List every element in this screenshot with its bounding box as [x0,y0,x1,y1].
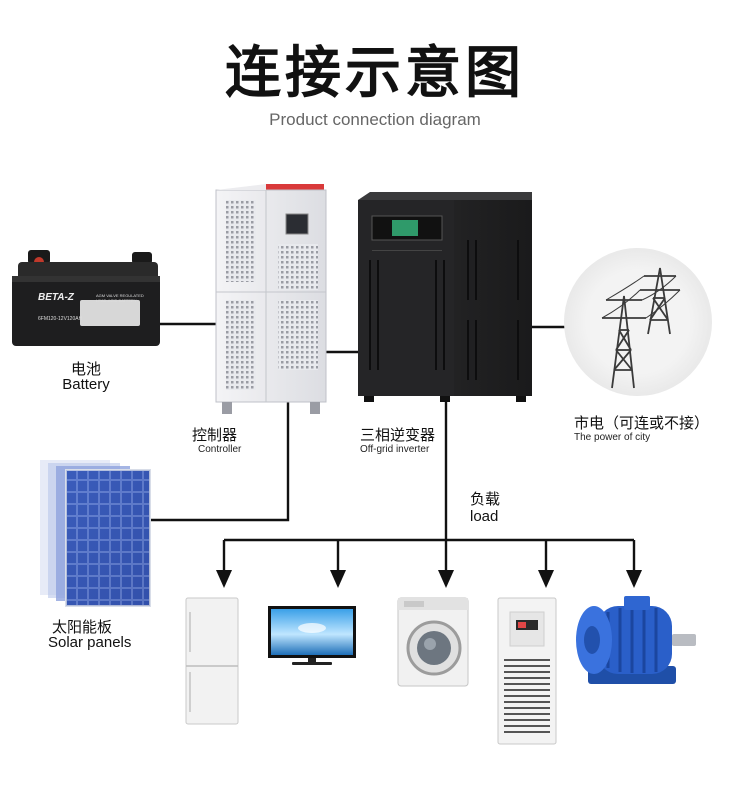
page-title: 连接示意图 [225,41,525,106]
solar-label-cn: 太阳能板 [52,618,113,636]
arrow-down-icon [438,570,454,588]
inverter-icon [358,192,532,402]
inverter-label-cn: 三相逆变器 [360,426,436,444]
controller-label-en: Controller [198,444,242,455]
arrow-down-icon [538,570,554,588]
electric-motor-icon [576,596,696,684]
washing-machine-icon [397,597,469,687]
battery-label-en: Battery [62,376,110,393]
load-label-cn: 负载 [470,490,501,508]
refrigerator-icon [185,597,239,725]
svg-text:6FM120-12V120AH: 6FM120-12V120AH [38,316,83,322]
svg-text:LEAD-ACID BATTERY: LEAD-ACID BATTERY [96,298,137,303]
inverter-label-en: Off-grid inverter [360,444,430,455]
solar-controller-wire [150,402,290,522]
battery-brand: BETA-Z [38,292,75,303]
controller-icon [215,184,327,414]
load-label-en: load [470,508,499,525]
power-tower-icon [564,248,712,396]
solar-label-en: Solar panels [48,634,132,651]
svg-text:AGM VALVE REGULATED: AGM VALVE REGULATED [96,293,144,298]
solar-panel-icon [40,460,151,607]
grid-label-cn: 市电（可连或不接） [574,414,710,432]
wiring [150,322,636,572]
tv-icon [268,606,356,665]
grid-label-en: The power of city [574,432,651,443]
battery-icon: BETA-Z AGM VALVE REGULATED LEAD-ACID BAT… [12,250,160,346]
controller-label-cn: 控制器 [192,426,238,444]
page-subtitle: Product connection diagram [269,110,481,129]
load-arrows [216,570,642,588]
arrow-down-icon [216,570,232,588]
battery-label-cn: 电池 [70,360,101,378]
arrow-down-icon [330,570,346,588]
air-conditioner-icon [497,597,557,745]
arrow-down-icon [626,570,642,588]
